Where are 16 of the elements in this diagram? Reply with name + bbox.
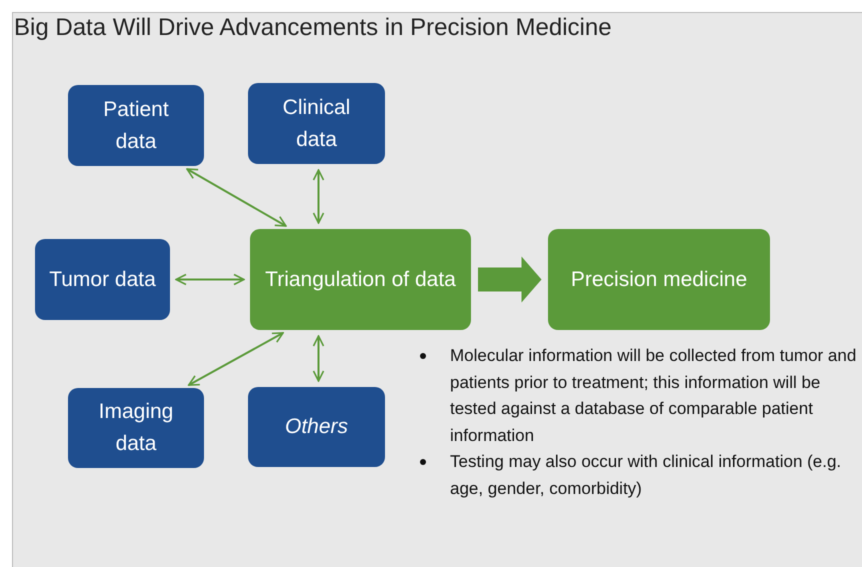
double-arrow [312, 169, 324, 224]
process-box: Others [248, 387, 385, 467]
process-box: Clinical data [248, 83, 385, 164]
process-box: Precision medicine [548, 229, 770, 330]
double-arrow [312, 335, 324, 382]
double-arrow [186, 168, 287, 227]
bullet-text: Testing may also occur with clinical information (e.g. age, gender, comorbidity) [450, 452, 842, 498]
process-box: Imaging data [68, 388, 204, 468]
process-box: Triangulation of data [250, 229, 471, 330]
process-box: Patient data [68, 85, 204, 166]
process-box: Tumor data [35, 239, 170, 320]
block-arrow [478, 256, 542, 302]
double-arrow [188, 332, 284, 386]
title: Big Data Will Drive Advancements in Precision Medicine [14, 14, 612, 42]
double-arrow [175, 274, 245, 286]
bullet-text: Molecular information will be collected from tumor and patients prior to treatment; this information will be tested against a database of comparable patient information [450, 346, 856, 444]
